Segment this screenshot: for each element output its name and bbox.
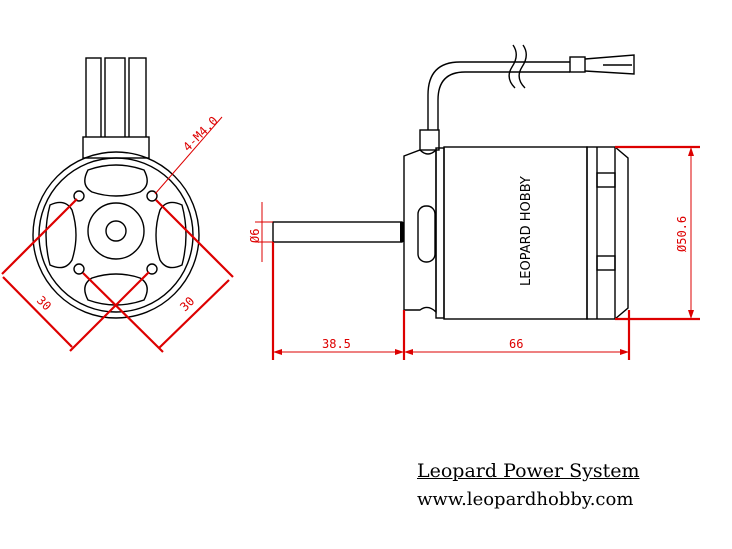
- bullet-plug: [584, 54, 635, 75]
- shaft-diameter-label: Ø6: [248, 229, 262, 243]
- motor-body: [443, 146, 588, 320]
- front-flange: [403, 148, 437, 314]
- cable: [427, 61, 570, 130]
- shaft-end: [105, 220, 127, 242]
- shaft: [272, 221, 403, 243]
- shaft-length-label: 38.5: [322, 337, 351, 351]
- inner-ring: [38, 157, 194, 313]
- hub: [87, 202, 145, 260]
- side-dimensions: [255, 145, 700, 360]
- body-length-label: 66: [509, 337, 523, 351]
- body-diameter-label: Ø50.6: [675, 216, 689, 252]
- front-view: 4-M4.0 30 30: [1, 57, 234, 353]
- vent-cutouts: [45, 164, 187, 306]
- connector-pins: [82, 57, 150, 159]
- end-cap: [586, 146, 616, 320]
- footer-website: www.leopardhobby.com: [417, 489, 634, 510]
- connector: [569, 56, 586, 73]
- front-dimensions: [1, 116, 234, 353]
- footer-title: Leopard Power System: [417, 460, 640, 482]
- bevel: [614, 146, 629, 320]
- dim-right-label: 30: [177, 294, 197, 314]
- mount-holes: [73, 190, 158, 275]
- outer-ring: [32, 151, 200, 319]
- cable-break: [508, 44, 527, 89]
- flange-slot: [417, 205, 436, 263]
- side-view: LEOPARD HOBBY Ø6 38.5 66 Ø50.6: [248, 44, 700, 360]
- hole-spec-label: 4-M4.0: [180, 114, 221, 155]
- brand-text: LEOPARD HOBBY: [519, 176, 534, 286]
